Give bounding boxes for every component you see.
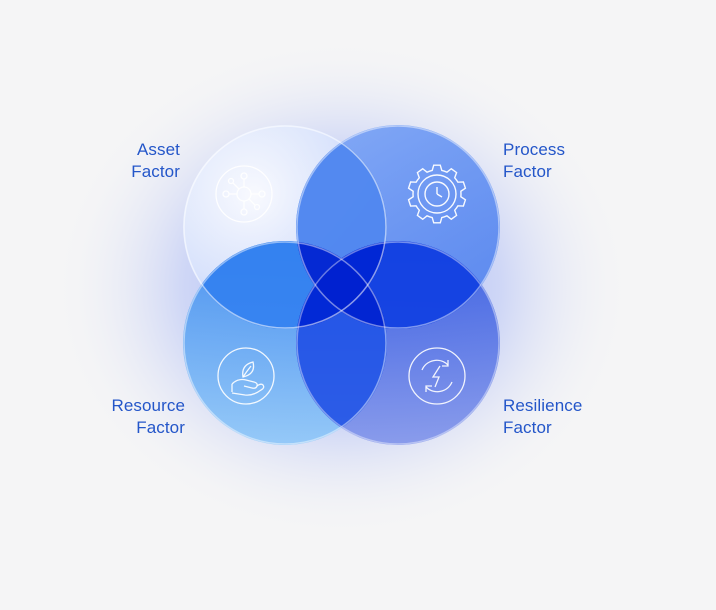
hand-leaf-icon <box>217 347 275 405</box>
resilience-label-line2: Factor <box>503 418 552 437</box>
asset-label-line1: Asset <box>136 140 180 159</box>
resilience-label-line1: Resilience <box>503 396 583 415</box>
process-factor-label: Process Factor <box>503 139 565 183</box>
process-label-line2: Factor <box>503 162 552 181</box>
resilience-factor-label: Resilience Factor <box>503 395 582 439</box>
resource-label-line1: Resource <box>111 396 185 415</box>
resource-factor-label: Resource Factor <box>111 395 185 439</box>
resource-label-line2: Factor <box>136 418 185 437</box>
asset-factor-label: Asset Factor <box>131 139 180 183</box>
gear-clock-icon <box>407 164 467 224</box>
refresh-lightning-icon <box>408 347 466 405</box>
asset-label-line2: Factor <box>131 162 180 181</box>
process-label-line1: Process <box>503 140 566 159</box>
network-nodes-icon <box>215 165 273 223</box>
